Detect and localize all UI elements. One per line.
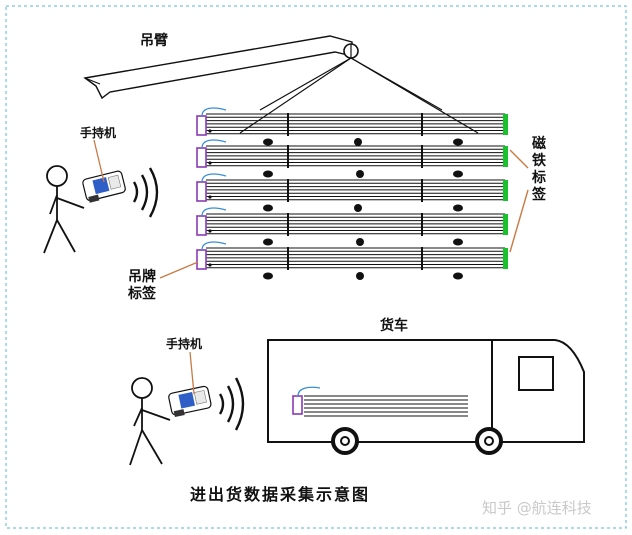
hanging-tag [196, 147, 207, 168]
person-icon [129, 377, 171, 466]
spacer-block [354, 138, 362, 146]
watermark: 知乎 @航连科技 [482, 499, 592, 517]
hanging-tag [196, 115, 207, 136]
handheld-device-icon [168, 385, 212, 418]
spacer-block [356, 272, 364, 280]
truck-wheels [331, 427, 503, 455]
magnetic-tag [503, 114, 508, 135]
tag-wire [201, 139, 227, 149]
magnetic-tag [503, 214, 508, 235]
hanging-tag [196, 249, 207, 270]
tie-point [208, 229, 212, 233]
spacer-block [453, 204, 463, 212]
tag-wire [201, 241, 227, 251]
spacer-block [263, 238, 273, 246]
tag-wire [297, 386, 321, 397]
tag-wire [201, 173, 227, 183]
crane-hook-icon [343, 43, 359, 59]
tag-wire [201, 107, 227, 117]
truck-icon [267, 339, 585, 443]
spacer-block [263, 204, 273, 212]
magnetic-tag [503, 180, 508, 201]
truck-cargo-bundle [292, 386, 468, 417]
spacer-block [453, 238, 463, 246]
hanging-tag-label-2: 标签 [127, 285, 157, 302]
magnetic-tag [503, 146, 508, 167]
spacer-block [453, 170, 463, 178]
spacer-block [354, 204, 362, 212]
sling-cables [239, 57, 479, 134]
diagram-caption: 进出货数据采集示意图 [190, 485, 370, 504]
spacer-block [453, 138, 463, 146]
magnetic-tag-leaders [509, 149, 529, 253]
magnetic-tag-label-2: 铁 [532, 152, 546, 169]
handheld-top-leader [93, 139, 105, 183]
tie-point [208, 129, 212, 133]
diagram-frame [5, 5, 627, 529]
hanging-tag-label-1: 吊牌 [128, 268, 156, 285]
spacer-block [263, 272, 273, 280]
magnetic-tag-label-4: 签 [531, 186, 547, 203]
spacer-block [263, 138, 273, 146]
signal-waves-icon [218, 377, 245, 431]
tie-point [208, 161, 212, 165]
spacer-block [356, 170, 364, 178]
magnetic-tag-label-1: 磁 [532, 135, 546, 152]
pipe-bundle-stack [196, 107, 508, 280]
hanging-tag [196, 215, 207, 236]
person-icon [43, 165, 85, 254]
spacer-block [263, 170, 273, 178]
boom-label: 吊臂 [140, 32, 168, 49]
hanging-tag [196, 181, 207, 202]
hanging-tag [292, 395, 303, 415]
handheld-bottom-leader [189, 351, 195, 395]
truck-label: 货车 [379, 317, 408, 334]
spacer-block [453, 272, 463, 280]
tie-point [208, 263, 212, 267]
handheld-label-bottom: 手持机 [166, 336, 202, 351]
tag-wire [201, 207, 227, 217]
crane-boom [83, 35, 353, 100]
handheld-device-icon [82, 170, 126, 203]
tie-point [208, 195, 212, 199]
spacer-block [356, 238, 364, 246]
handheld-label-top: 手持机 [80, 125, 116, 140]
hanging-tag-leader [159, 261, 199, 279]
magnetic-tag [503, 248, 508, 269]
signal-waves-icon [132, 167, 159, 218]
magnetic-tag-label-3: 标 [531, 169, 546, 186]
